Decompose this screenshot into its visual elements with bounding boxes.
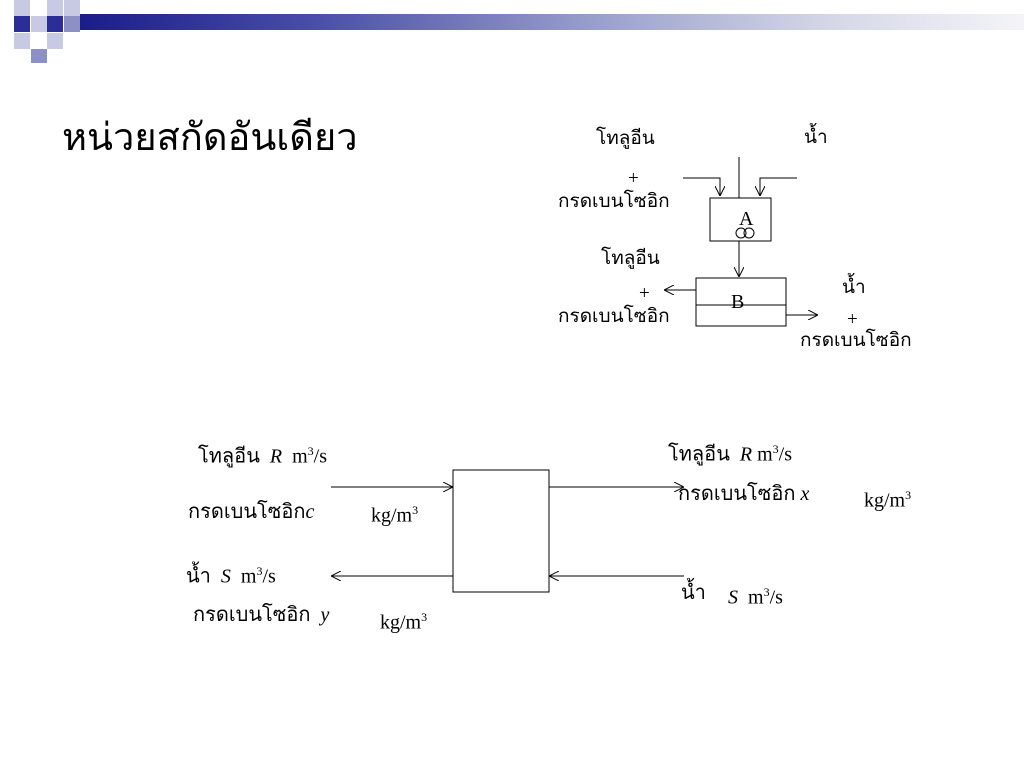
left-out-water-var: S	[220, 565, 231, 588]
left-out-acid-label: กรดเบนโซอิก y	[193, 603, 329, 627]
header-gradient-bar	[80, 14, 1024, 30]
top-out-water-acid-label: กรดเบนโซอิก	[800, 330, 912, 351]
right-in-water-unit-exp: 3	[763, 585, 770, 599]
left-in-solvent-label: โทลูอีน R m3/s	[198, 439, 327, 469]
header-square-9	[47, 33, 63, 49]
left-in-acid-unit-exp: 3	[412, 503, 419, 517]
inlet-solvent-arrow	[683, 177, 720, 196]
left-out-acid-unit-label: kg/m3	[380, 605, 427, 635]
right-in-water-var: S	[728, 586, 738, 609]
left-out-water-unit-tail: /s	[262, 565, 276, 588]
right-out-acid-unit: kg/m	[864, 489, 906, 512]
left-in-solvent-name: โทลูอีน	[198, 445, 260, 468]
header-square-1	[14, 0, 30, 16]
tank-b-label: B	[731, 291, 745, 313]
right-out-acid-unit-label: kg/m3	[864, 483, 911, 513]
right-out-acid-var: x	[800, 483, 810, 505]
left-out-water-unit: m	[240, 565, 257, 588]
left-in-acid-label: กรดเบนโซอิกc	[188, 500, 314, 524]
top-in-solvent-label: โทลูอีน	[596, 128, 655, 149]
left-out-acid-name: กรดเบนโซอิก	[193, 604, 311, 626]
right-out-solvent-unit-exp: 3	[772, 442, 779, 456]
right-in-water-unit-tail: /s	[769, 586, 783, 609]
right-out-solvent-label: โทลูอีน R m3/s	[668, 437, 792, 467]
right-out-acid-name: กรดเบนโซอิก	[678, 483, 796, 505]
left-in-solvent-unit-tail: /s	[313, 445, 327, 468]
top-in-water-label: น้ำ	[804, 127, 828, 148]
header-square-8	[14, 33, 30, 49]
header-square-7	[64, 16, 80, 32]
right-out-solvent-var: R	[739, 443, 753, 466]
right-in-water-name: น้ำ	[681, 582, 706, 604]
left-out-acid-var: y	[320, 604, 330, 626]
tank-b-box	[695, 277, 787, 327]
right-out-acid-label: กรดเบนโซอิก x	[678, 482, 809, 506]
top-out-acid-label: กรดเบนโซอิก	[558, 306, 670, 327]
left-out-acid-unit: kg/m	[380, 611, 422, 634]
mixer-icon-left	[735, 227, 747, 239]
top-out-plus: +	[639, 283, 650, 304]
inlet-water-arrow	[760, 177, 797, 196]
header-square-6	[47, 16, 63, 32]
top-in-acid-label: กรดเบนโซอิก	[558, 191, 670, 212]
right-in-water-unit: m	[748, 586, 764, 609]
left-in-solvent-var: R	[269, 445, 283, 468]
mixer-icon-right	[743, 227, 755, 239]
left-in-solvent-unit: m	[292, 445, 308, 468]
left-out-water-label: น้ำ S m3/s	[186, 559, 276, 589]
header-square-4	[14, 16, 30, 32]
top-out-solvent-label: โทลูอีน	[601, 248, 660, 269]
top-out-water-label: น้ำ	[842, 277, 866, 298]
tank-a-label: A	[739, 208, 754, 230]
tank-a-box	[709, 197, 772, 242]
left-out-water-name: น้ำ	[186, 565, 211, 588]
left-in-acid-unit: kg/m	[371, 504, 413, 527]
slide-title: หน่วยสกัดอันเดียว	[62, 117, 358, 159]
header-square-3	[64, 0, 80, 16]
top-out-water-plus: +	[847, 309, 858, 330]
right-out-solvent-unit-tail: /s	[778, 443, 792, 466]
header-square-5	[31, 16, 47, 32]
left-in-acid-unit-label: kg/m3	[371, 498, 418, 528]
top-in-plus: +	[628, 168, 639, 189]
right-in-water-flow-label: S m3/s	[728, 580, 783, 610]
left-in-solvent-unit-exp: 3	[307, 444, 314, 458]
left-out-acid-unit-exp: 3	[421, 610, 428, 624]
right-out-solvent-unit: m	[757, 443, 773, 466]
extractor-box	[452, 469, 550, 593]
right-out-solvent-name: โทลูอีน	[668, 443, 730, 466]
left-in-acid-var: c	[305, 501, 315, 523]
header-square-10	[31, 49, 47, 63]
left-in-acid-name: กรดเบนโซอิก	[188, 501, 306, 523]
header-square-2	[47, 0, 63, 16]
left-out-water-unit-exp: 3	[256, 564, 263, 578]
right-out-acid-unit-exp: 3	[905, 488, 912, 502]
right-in-water-label: น้ำ	[681, 581, 706, 605]
